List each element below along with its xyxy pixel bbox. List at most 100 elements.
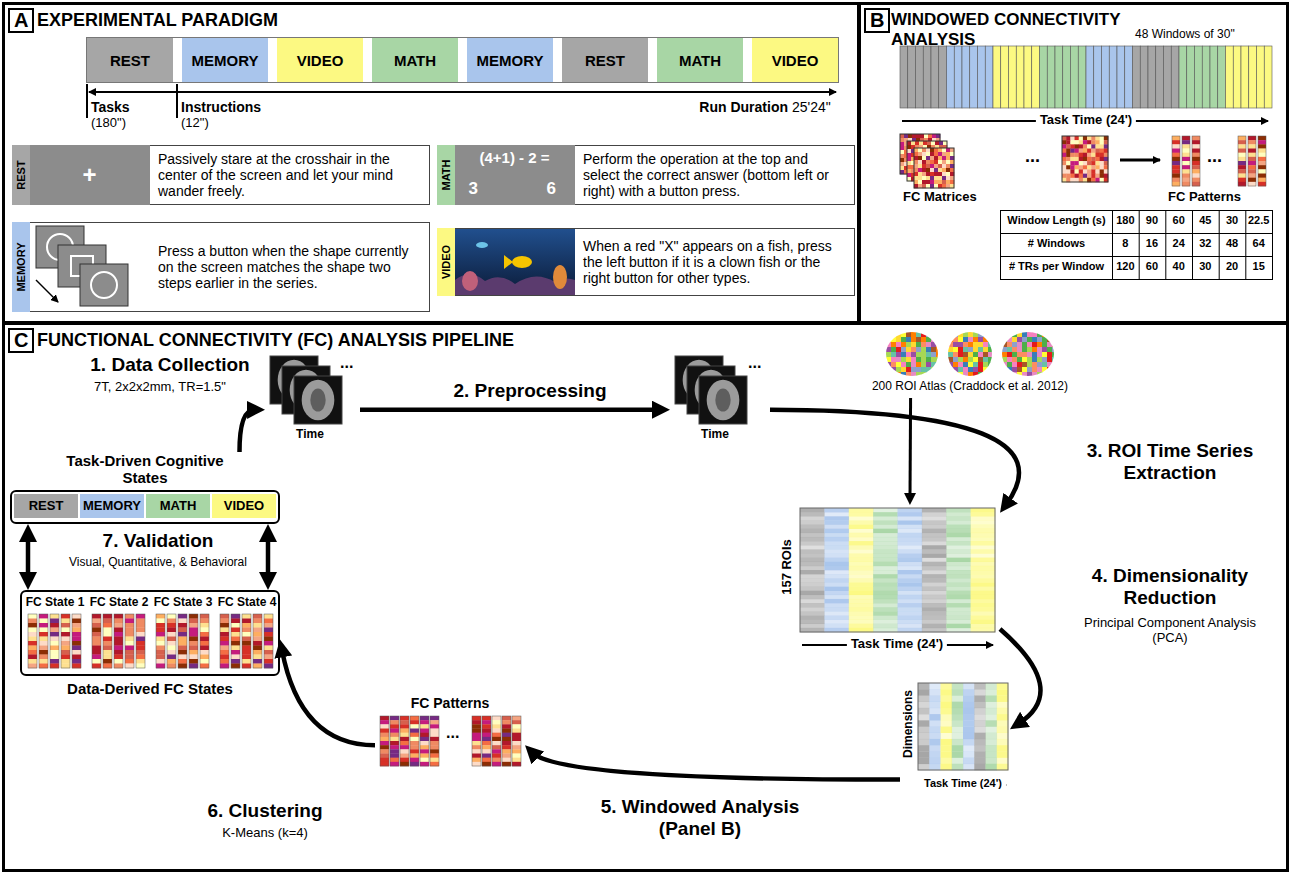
signal-cell	[849, 566, 874, 570]
task-block: REST	[87, 38, 173, 82]
pattern-cell	[1172, 149, 1180, 153]
signal-cell	[997, 727, 1009, 734]
task-block: MATH	[657, 38, 743, 82]
window-stripe	[1047, 46, 1055, 108]
signal-cell	[986, 695, 998, 702]
matrix-cell	[1070, 165, 1074, 169]
matrix-cell	[1075, 161, 1079, 165]
pattern-cell	[410, 733, 419, 737]
pattern-cell	[242, 641, 251, 646]
signal-cell	[971, 578, 996, 582]
pattern-cell	[1172, 169, 1180, 173]
pattern-cell	[125, 646, 134, 651]
signal-cell	[800, 587, 825, 591]
signal-cell	[952, 739, 964, 746]
matrix-cell	[930, 164, 934, 168]
pattern-cell	[39, 650, 48, 655]
pattern-cell	[231, 646, 240, 651]
label-text: MEMORY	[467, 52, 553, 69]
pattern-frame	[242, 614, 251, 668]
pattern-cell	[1258, 174, 1266, 178]
signal-cell	[849, 512, 874, 516]
pattern-cell	[430, 741, 439, 745]
atlas-parcel	[901, 342, 906, 347]
pattern-cell	[156, 619, 165, 624]
pattern-cell	[231, 650, 240, 655]
pattern-cell	[482, 720, 491, 724]
signal-cell	[918, 702, 930, 709]
signal-cell	[946, 566, 971, 570]
state-chip: VIDEO	[212, 494, 276, 518]
matrix-cell	[922, 172, 926, 176]
signal-cell	[849, 582, 874, 586]
signal-cell	[963, 702, 975, 709]
signal-cell	[997, 733, 1009, 740]
signal-cell	[929, 683, 941, 690]
pattern-cell	[189, 646, 198, 651]
matrix-cell	[918, 156, 922, 160]
atlas-parcel	[1002, 372, 1007, 377]
pattern-cell	[1248, 178, 1256, 182]
pattern-frame	[1182, 136, 1190, 186]
signal-cell	[922, 558, 947, 562]
pattern-cell	[390, 716, 399, 720]
atlas: 200 ROI Atlas (Craddock et al. 2012)	[860, 330, 1080, 398]
matrix-cell	[1095, 169, 1099, 173]
pattern-cell	[1172, 178, 1180, 182]
pattern-cell	[420, 729, 429, 733]
pattern-cell	[512, 741, 521, 745]
pattern-cell	[50, 650, 59, 655]
pattern-cell	[1248, 169, 1256, 173]
signal-cell	[800, 620, 825, 624]
atlas-parcel	[921, 367, 926, 372]
pattern-cell	[264, 628, 273, 633]
matrix-cell	[939, 141, 943, 145]
pattern-cell	[472, 762, 481, 766]
matrix-cell	[926, 156, 930, 160]
pattern-cell	[1192, 161, 1200, 165]
matrix-cell	[1075, 165, 1079, 169]
atlas-parcel	[988, 347, 993, 352]
pattern-frame	[472, 716, 481, 766]
signal-cell	[873, 512, 898, 516]
label-text: Perform the operation at the top and sel…	[583, 151, 848, 199]
task-card: When a red "X" appears on a fish, press …	[437, 228, 855, 296]
signal-cell	[824, 607, 849, 611]
atlas-parcel	[1052, 372, 1057, 377]
atlas-parcel	[1042, 357, 1047, 362]
pattern-cell	[1182, 140, 1190, 144]
matrix-cell	[1075, 157, 1079, 161]
atlas-parcel	[906, 372, 911, 377]
matrix-cell	[1070, 140, 1074, 144]
atlas-parcel	[1037, 362, 1042, 367]
signal-cell	[941, 714, 953, 721]
pattern-cell	[189, 632, 198, 637]
signal-cell	[800, 607, 825, 611]
label-text: VIDEO	[277, 52, 363, 69]
pattern-cell	[502, 737, 511, 741]
signal-cell	[986, 764, 998, 771]
atlas-parcel	[936, 332, 941, 337]
atlas-parcel	[948, 362, 953, 367]
atlas-parcel	[948, 352, 953, 357]
label-text: 3. ROI Time Series Extraction	[1060, 440, 1280, 484]
signal-cell	[929, 708, 941, 715]
label-text: Task Time (24')	[920, 777, 1006, 790]
signal-cell	[918, 683, 930, 690]
pattern-cell	[92, 637, 101, 642]
pattern-cell	[400, 737, 409, 741]
pattern-cell	[1238, 182, 1246, 186]
matrix-cell	[1091, 169, 1095, 173]
matrix-cell	[1095, 153, 1099, 157]
label-text: Tasks	[91, 99, 130, 115]
signal-cell	[971, 599, 996, 603]
matrix-cell	[922, 164, 926, 168]
pattern-cell	[1172, 144, 1180, 148]
matrix-cell	[1100, 149, 1104, 153]
atlas-parcel	[1047, 367, 1052, 372]
label-text: WINDOWED CONNECTIVITY ANALYSIS	[891, 10, 1156, 49]
atlas-parcel	[988, 337, 993, 342]
pattern-cell	[156, 646, 165, 651]
signal-cell	[824, 587, 849, 591]
matrix-cell	[918, 148, 922, 152]
